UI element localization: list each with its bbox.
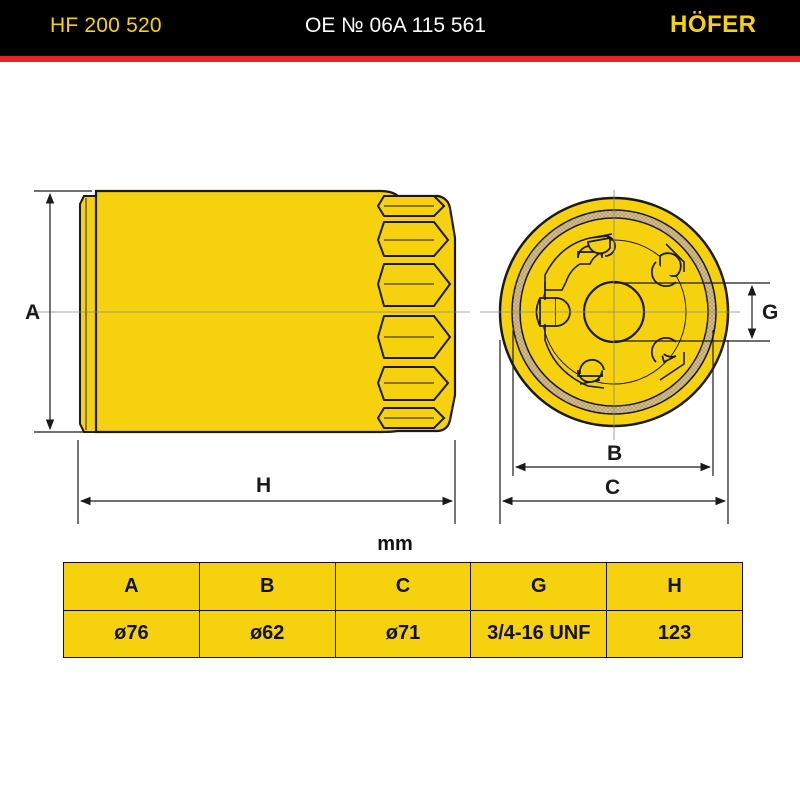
brand-logo: HÖFER xyxy=(670,11,757,38)
dimension-c xyxy=(499,340,729,524)
end-view xyxy=(480,190,740,440)
wrench-flats xyxy=(376,195,452,429)
table-value-cell: ø71 xyxy=(334,609,472,658)
unit-label: mm xyxy=(377,533,413,555)
dimension-b-label: B xyxy=(607,442,622,465)
table-header-cell: A xyxy=(63,562,200,611)
specification-table: A B C G H ø76 ø62 ø71 3/4-16 UNF 123 xyxy=(63,562,743,658)
table-value-cell: ø76 xyxy=(63,609,200,658)
filter-body xyxy=(94,189,457,434)
header-bar xyxy=(0,0,800,56)
table-value-row: ø76 ø62 ø71 3/4-16 UNF 123 xyxy=(63,609,743,658)
dimension-g xyxy=(614,282,770,342)
dimension-h-label: H xyxy=(256,474,271,497)
dimension-h xyxy=(77,440,456,524)
table-header-cell: B xyxy=(198,562,336,611)
table-value-cell: 3/4-16 UNF xyxy=(470,609,608,658)
side-view xyxy=(30,189,470,434)
table-value-cell: 123 xyxy=(606,609,743,658)
table-header-cell: H xyxy=(606,562,743,611)
header-accent-stripe xyxy=(0,56,800,62)
dimension-a-label: A xyxy=(25,301,40,324)
table-header-cell: C xyxy=(334,562,472,611)
table-header-row: A B C G H xyxy=(63,562,743,611)
oe-number: OE № 06A 115 561 xyxy=(305,14,486,37)
dimension-a xyxy=(34,190,92,433)
base-plate-lip xyxy=(79,195,97,433)
table-header-cell: G xyxy=(470,562,608,611)
part-number: HF 200 520 xyxy=(50,14,162,37)
dimension-g-label: G xyxy=(762,301,778,324)
dimension-b xyxy=(512,330,714,476)
table-value-cell: ø62 xyxy=(198,609,336,658)
dimension-c-label: C xyxy=(605,476,620,499)
